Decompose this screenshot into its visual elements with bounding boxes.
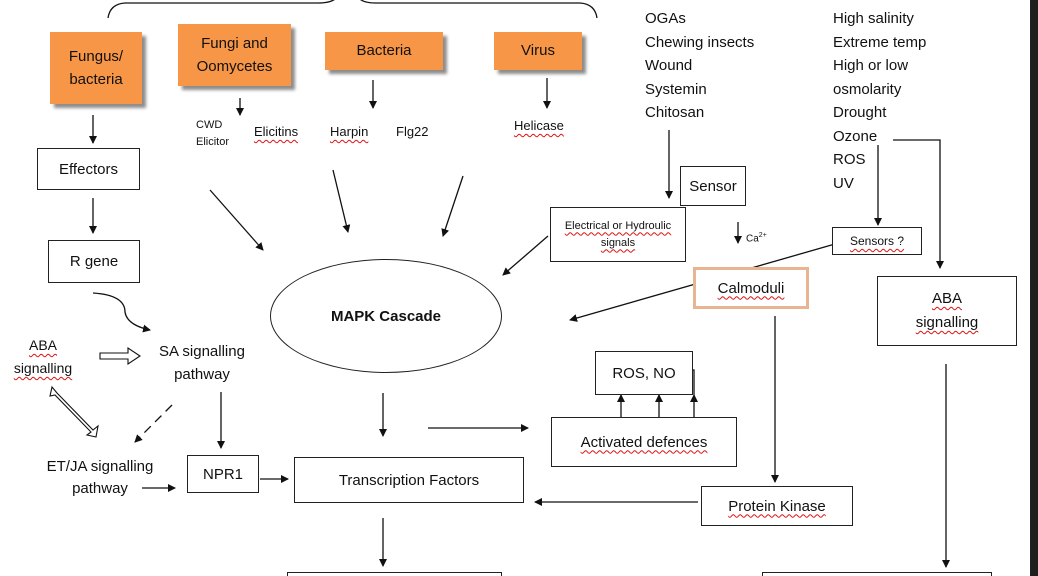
electrical-signals-box: Electrical or Hydroulic signals [550,207,686,262]
sensors-question-box: Sensors ? [832,227,922,255]
aba-signalling-left: ABA signalling [13,337,73,376]
cwd-elicitor-label: CWD Elicitor [196,119,230,148]
helicase-label: Helicase [514,118,564,133]
list-item: High or low [833,57,909,74]
arrow-ozone-aba [893,139,944,269]
list-item: Chitosan [645,104,705,121]
list-item: OGAs [645,10,686,27]
mapk-label: MAPK Cascade [330,307,442,325]
aba-right-label: ABA signalling [915,290,979,331]
arrow-aba-sa-hollow [99,346,141,366]
flg22-label: Flg22 [396,124,429,139]
stress-list: High salinity Extreme temp High or low o… [833,7,926,195]
sensor-box: Sensor [680,166,746,206]
window-border [1030,0,1038,576]
arrow-aba-etja-double [49,385,99,438]
r-gene-box: R gene [48,240,140,283]
ros-no-label: ROS, NO [612,364,676,382]
effectors-box: Effectors [37,148,140,190]
bottom-left-box [287,572,502,576]
sensors-question-label: Sensors ? [849,234,905,248]
transcription-factors-box: Transcription Factors [294,457,524,503]
top-braces [107,0,598,19]
list-item: Wound [645,57,693,74]
list-item: UV [833,174,854,192]
virus-box: Virus [494,32,582,70]
fungus-bacteria-box: Fungus/ bacteria [50,32,142,104]
activated-defences-box: Activated defences [551,417,737,467]
list-item: Chewing insects [645,33,755,51]
bacteria-label: Bacteria [356,42,412,60]
arrow-flg22-mapk [441,175,464,237]
sa-pathway-label: SA signalling pathway [159,343,245,383]
electrical-label: Electrical or Hydroulic signals [564,219,672,249]
activated-defences-label: Activated defences [580,433,708,451]
bottom-right-box [762,572,992,576]
npr1-box: NPR1 [187,455,259,493]
list-item: High salinity [833,10,914,27]
list-item: Extreme temp [833,33,927,51]
calmoduli-label: Calmoduli [717,279,785,297]
transcription-factors-label: Transcription Factors [338,471,480,489]
list-item: osmolarity [833,80,902,98]
npr1-label: NPR1 [202,465,243,483]
arrow-cwd-mapk [209,189,264,251]
fungus-bacteria-label: Fungus/ bacteria [68,47,124,88]
et-ja-pathway-label: ET/JA signalling pathway [46,458,154,497]
sensor-label: Sensor [689,177,737,195]
calcium-charge: 2+ [758,232,767,239]
protein-kinase-box: Protein Kinase [701,486,853,526]
r-gene-label: R gene [69,253,119,270]
list-item: Drought [833,104,887,121]
calcium-label: Ca2+ [746,232,767,244]
abiotic-stimuli-list: OGAs Chewing insects Wound Systemin Chit… [645,7,754,125]
effectors-label: Effectors [59,160,118,178]
virus-label: Virus [521,42,555,60]
list-item: Systemin [645,80,707,98]
arrow-harpin-mapk [332,169,351,233]
protein-kinase-label: Protein Kinase [728,497,826,515]
arrow-sa-etja [134,404,173,443]
mapk-cascade-ellipse: MAPK Cascade [270,259,502,373]
aba-signalling-right-box: ABA signalling [877,276,1017,346]
fungi-oomycetes-label: Fungi and Oomycetes [196,34,273,75]
calmoduli-box: Calmoduli [693,267,809,309]
bacteria-box: Bacteria [325,32,443,70]
arrow-electrical-mapk [502,235,549,276]
harpin-label: Harpin [330,124,369,139]
ros-no-box: ROS, NO [595,351,693,395]
calcium-symbol: Ca [746,233,759,245]
elicitins-label: Elicitins [254,124,299,139]
arrow-rgene-sa [92,292,151,333]
fungi-oomycetes-box: Fungi and Oomycetes [178,24,291,86]
list-item: Ozone [833,127,878,145]
list-item: ROS [833,151,866,168]
